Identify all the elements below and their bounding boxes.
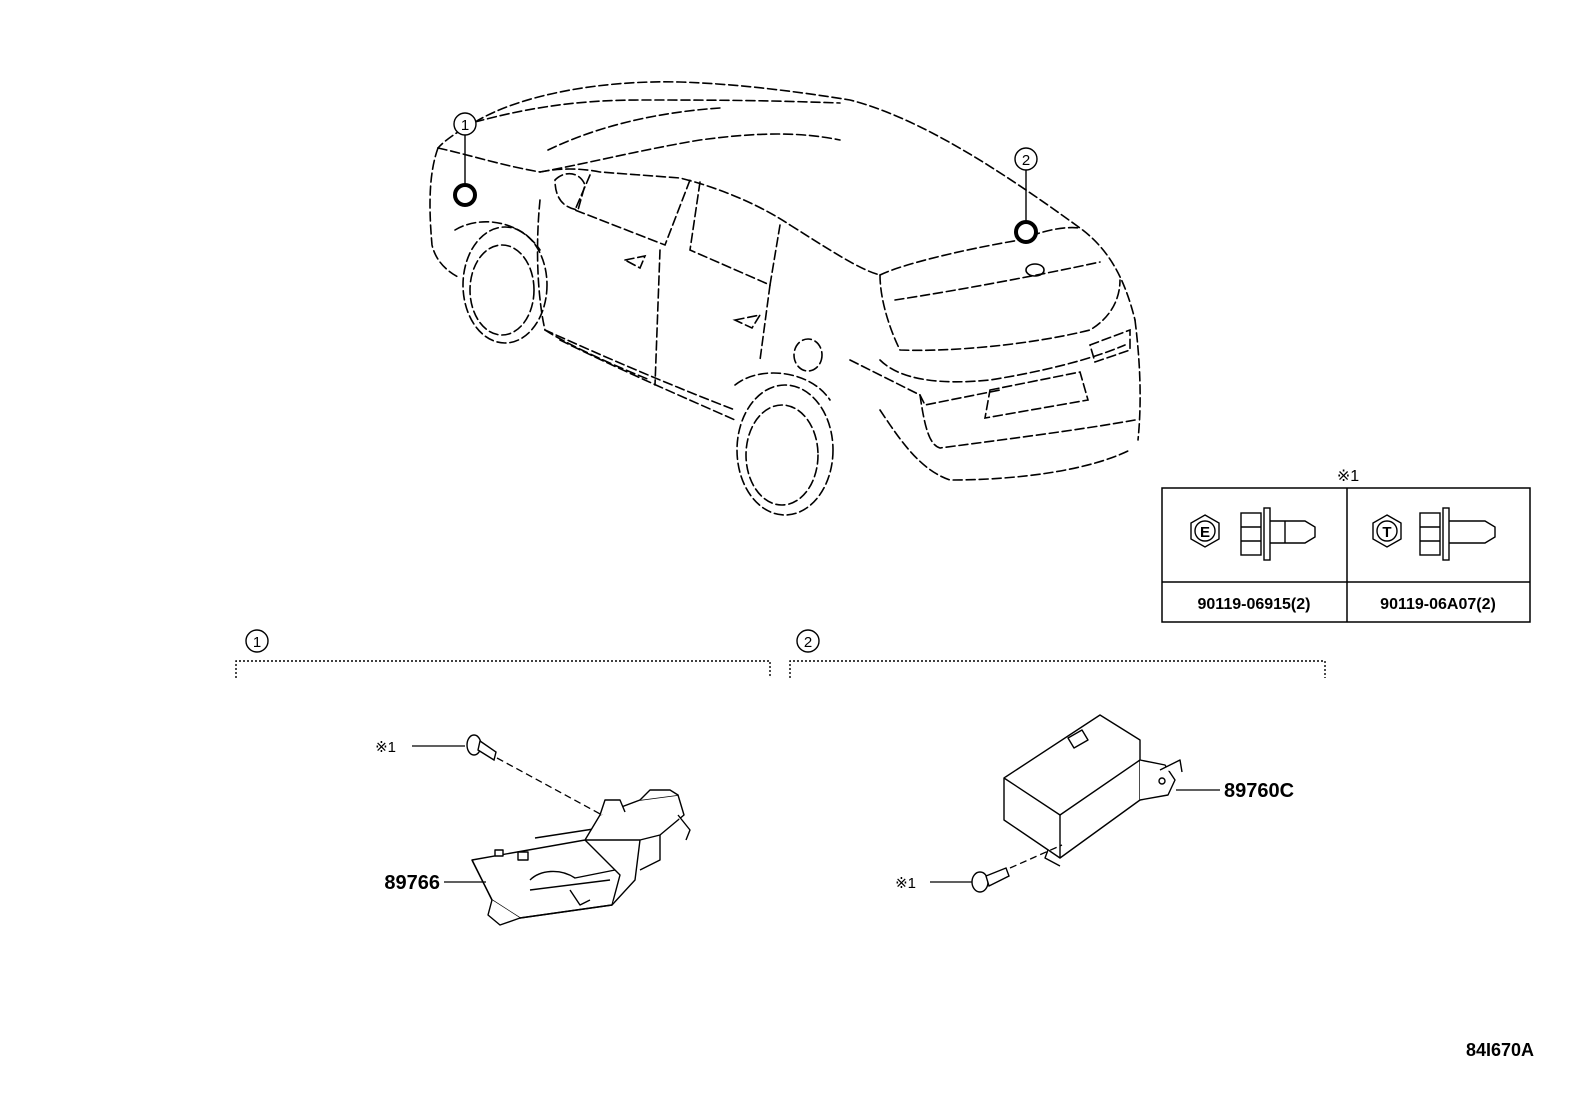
section-1-install-line (496, 757, 616, 823)
rear-emblem-icon (1025, 263, 1045, 277)
section-1-bolt-icon (466, 734, 497, 762)
section-2-marker-icon (796, 629, 820, 653)
section-2-install-line (1009, 844, 1063, 869)
section-2-bolt-note: ※1 (895, 875, 916, 892)
location-marker-2 (1014, 147, 1038, 244)
fastener-part-number-2: 90119-06A07(2) (1380, 596, 1496, 613)
section-2-bolt-icon (971, 867, 1010, 893)
section-2-ref: 2 (804, 634, 812, 651)
callout-1-text: 1 (461, 117, 469, 134)
fastener-table (1161, 487, 1531, 623)
hex-flange-bolt-e-icon (1190, 507, 1316, 561)
control-module-89760c-icon (1003, 714, 1183, 867)
callout-2-text: 2 (1022, 152, 1030, 169)
hex-flange-bolt-t-icon (1372, 507, 1496, 561)
fastener-mark-t: T (1382, 524, 1391, 541)
section-1-bolt-note: ※1 (375, 739, 396, 756)
part-label-89766: 89766 (384, 872, 440, 894)
section-1-bracket (235, 660, 771, 678)
location-marker-1 (453, 112, 477, 207)
section-1-ref: 1 (253, 634, 261, 651)
vehicle-illustration (429, 81, 1141, 516)
part-label-89760c: 89760C (1224, 780, 1294, 802)
section-1-marker-icon (245, 629, 269, 653)
fastener-table-note: ※1 (1337, 468, 1359, 485)
diagram-code: 84I670A (1466, 1040, 1534, 1060)
fastener-mark-e: E (1200, 524, 1210, 541)
fastener-part-number-1: 90119-06915(2) (1198, 596, 1311, 613)
section-2-bracket (789, 660, 1326, 678)
sensor-bracket-89766-icon (471, 789, 691, 926)
